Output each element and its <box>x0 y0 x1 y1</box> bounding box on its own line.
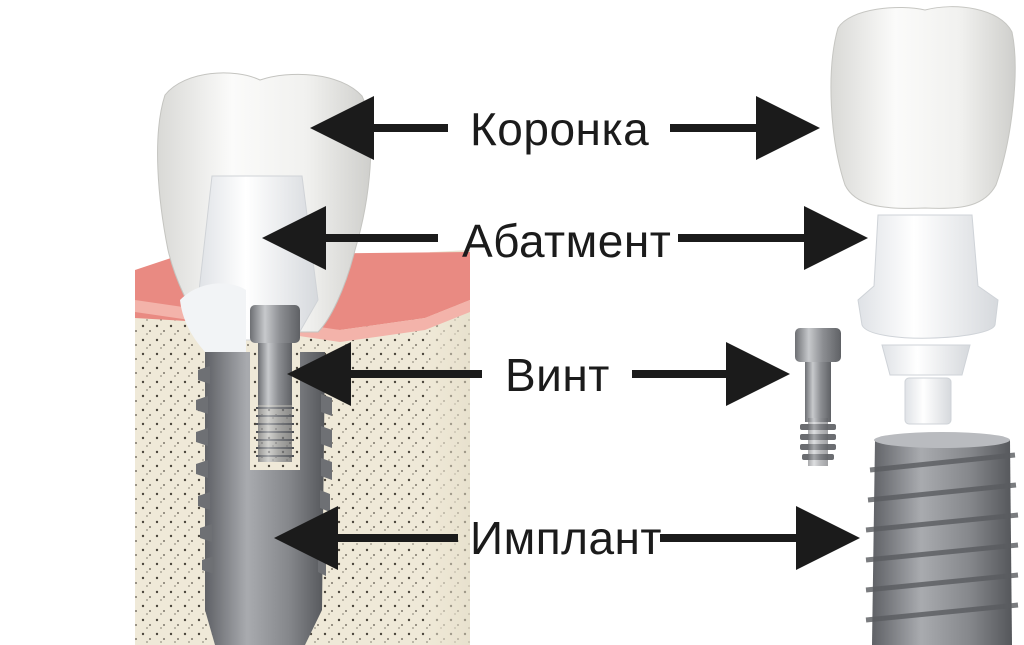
abutment-label: Абатмент <box>462 215 672 267</box>
arrows <box>262 96 868 570</box>
crown-label: Коронка <box>470 103 650 155</box>
crown-part <box>830 6 1016 209</box>
implant-label: Имплант <box>470 512 662 564</box>
screw-part <box>795 328 841 466</box>
screw-section <box>250 305 300 462</box>
abutment-part <box>857 214 999 425</box>
implant-part <box>865 432 1019 645</box>
screw-label: Винт <box>505 349 610 401</box>
